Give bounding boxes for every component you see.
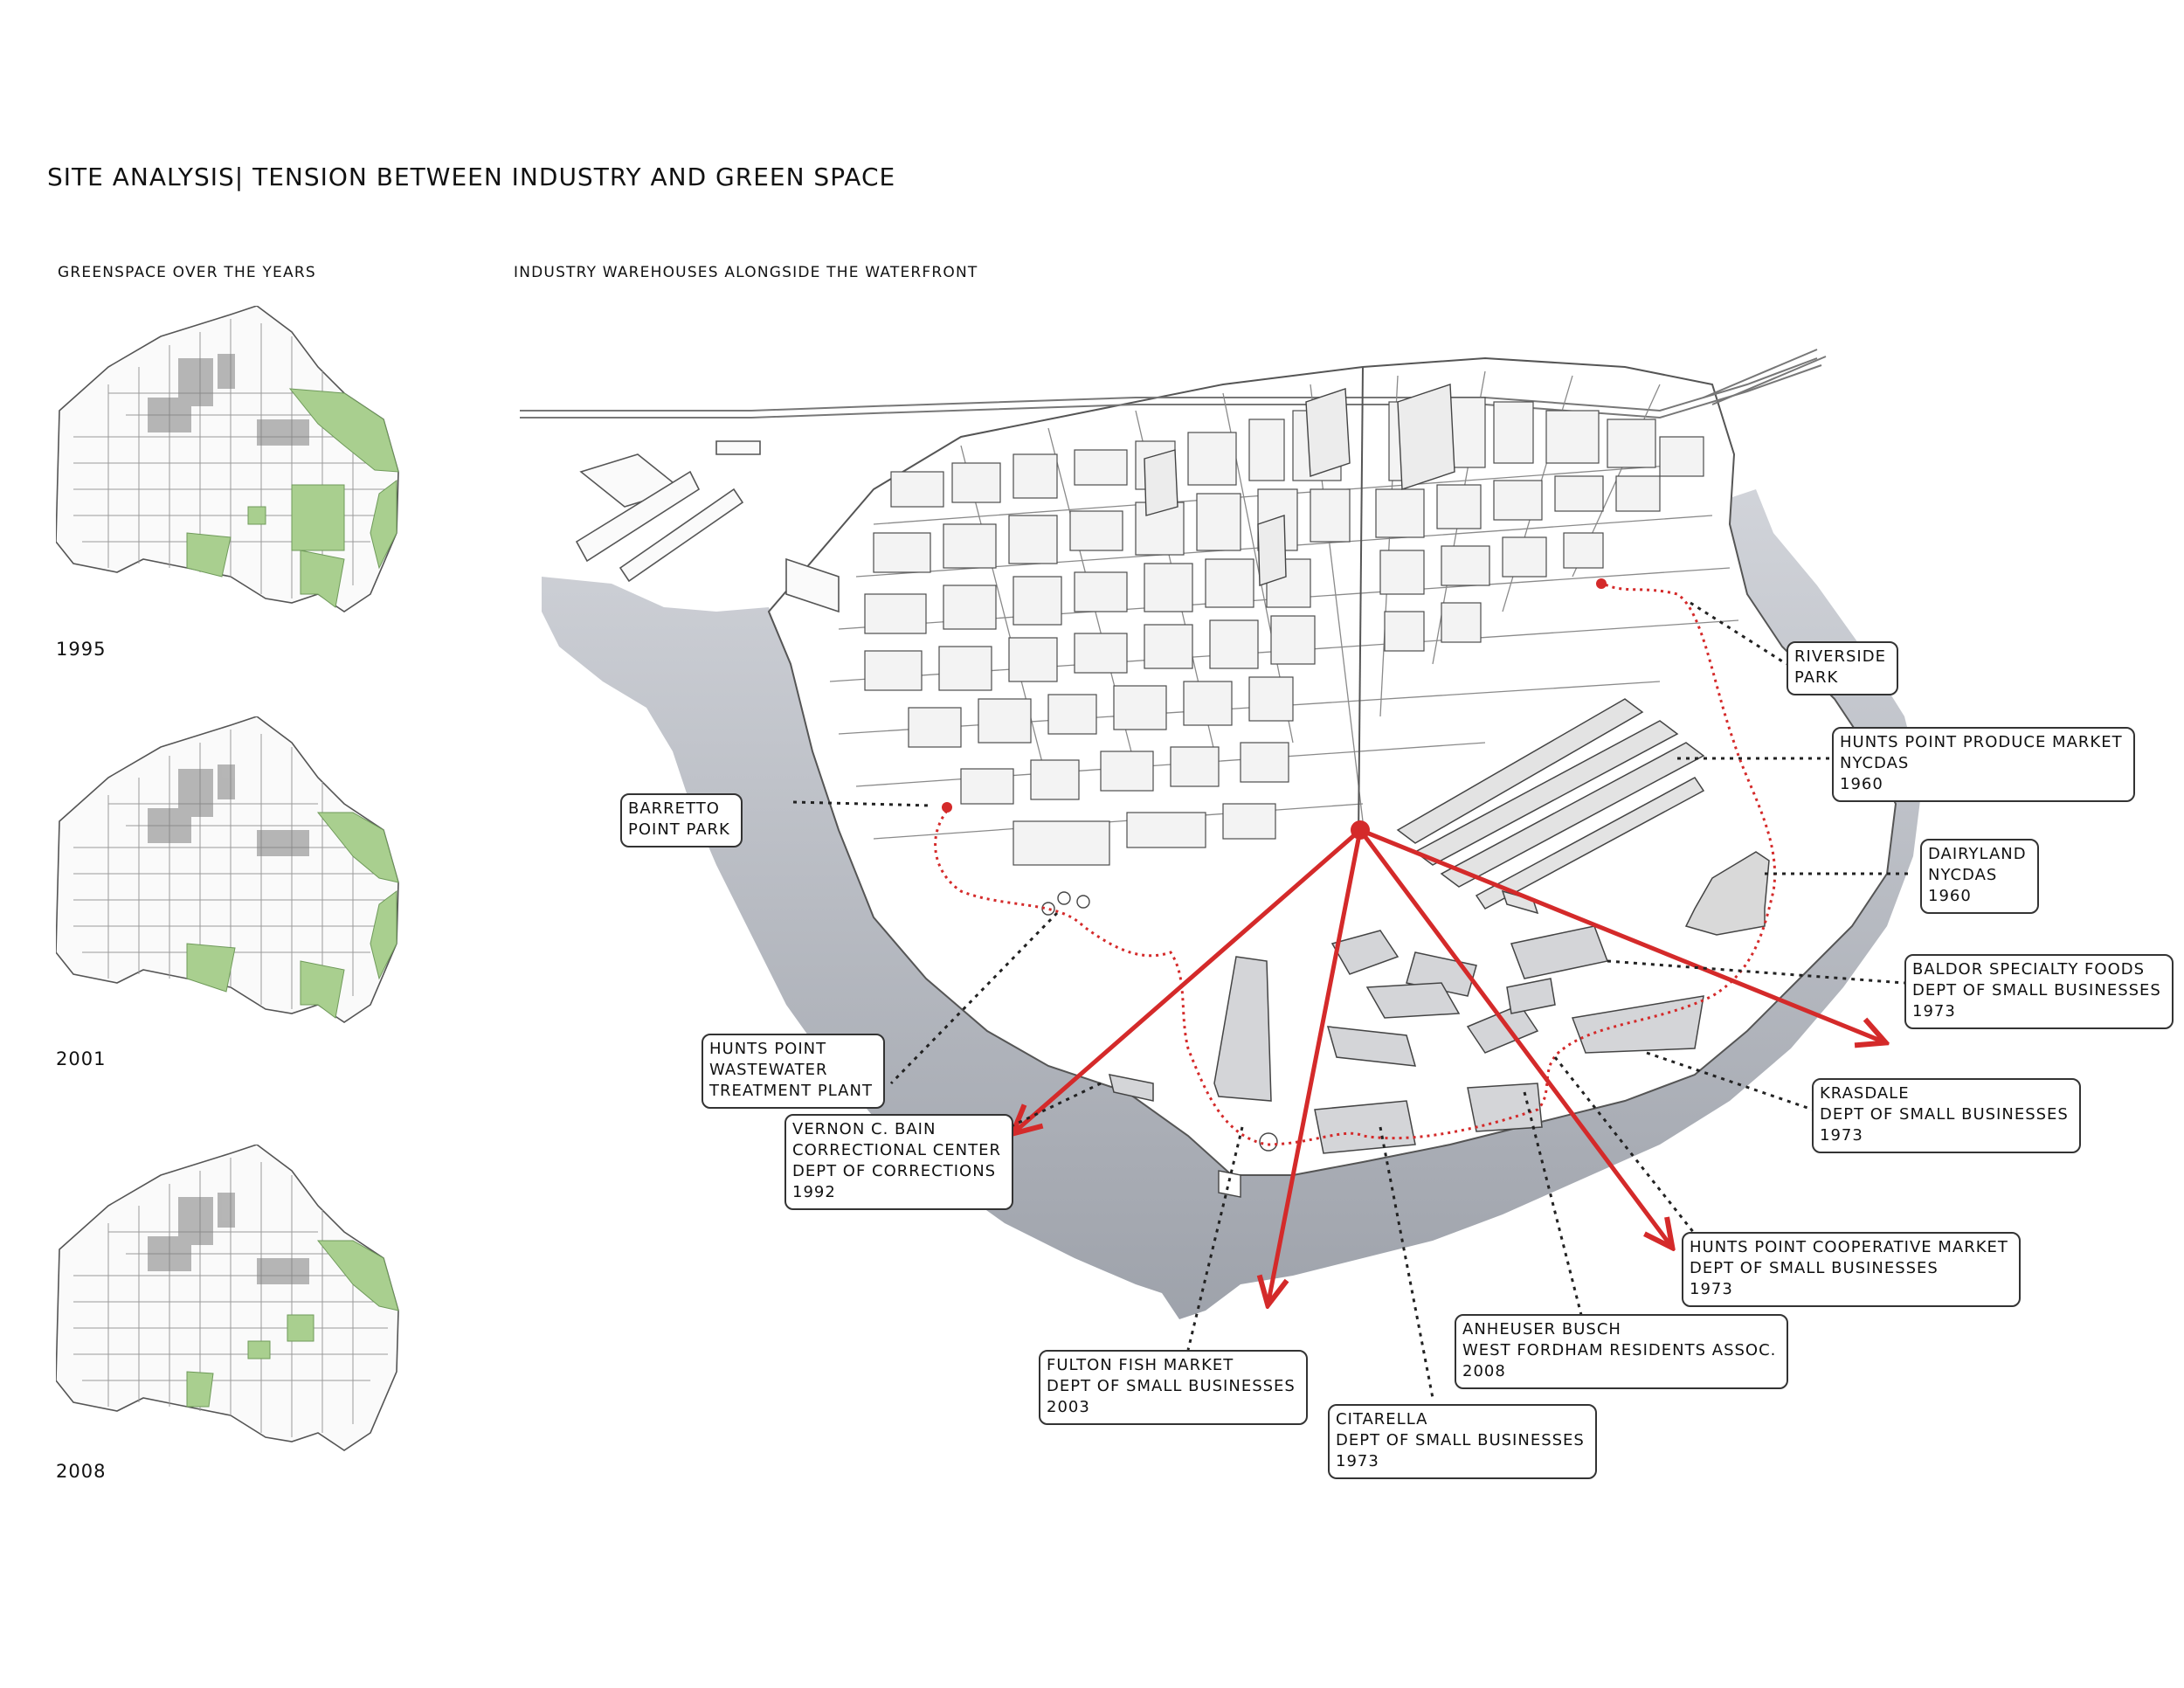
radiating-arrows [1015, 827, 1883, 1302]
label-line: KRASDALE [1820, 1084, 1910, 1103]
left-panel-heading: GREENSPACE OVER THE YEARS [58, 264, 316, 281]
label-line: 1960 [1928, 887, 1972, 905]
label-citarella: CITARELLA DEPT OF SMALL BUSINESSES 1973 [1328, 1404, 1597, 1479]
label-line: CITARELLA [1336, 1410, 1428, 1429]
label-fulton-fish-market: FULTON FISH MARKET DEPT OF SMALL BUSINES… [1039, 1350, 1308, 1425]
riverside-marker [1596, 578, 1607, 589]
label-line: 2008 [1462, 1362, 1506, 1380]
label-vernon-c-bain: VERNON C. BAIN CORRECTIONAL CENTER DEPT … [784, 1114, 1013, 1210]
label-line: PARK [1794, 668, 1839, 687]
label-line: HUNTS POINT PRODUCE MARKET [1840, 733, 2123, 751]
year-label-1995: 1995 [56, 639, 107, 660]
label-line: 1973 [1336, 1452, 1379, 1470]
year-label-2008: 2008 [56, 1461, 107, 1482]
label-anheuser-busch: ANHEUSER BUSCH WEST FORDHAM RESIDENTS AS… [1455, 1314, 1789, 1389]
label-line: DEPT OF SMALL BUSINESSES [1047, 1377, 1296, 1395]
label-line: 1973 [1690, 1280, 1733, 1298]
label-line: 1973 [1912, 1002, 1956, 1020]
label-barretto-point-park: BARRETTO POINT PARK [620, 793, 743, 847]
highway [520, 349, 1827, 419]
label-produce-market: HUNTS POINT PRODUCE MARKET NYCDAS 1960 [1832, 727, 2135, 802]
page-title: SITE ANALYSIS| TENSION BETWEEN INDUSTRY … [47, 163, 896, 191]
city-blocks [864, 397, 1704, 866]
water-shoreline [542, 489, 1922, 1319]
label-line: HUNTS POINT COOPERATIVE MARKET [1690, 1238, 2008, 1256]
greenspace-map-1995 [56, 306, 399, 612]
label-line: VERNON C. BAIN [792, 1120, 936, 1138]
greenspace-map-2008 [56, 1145, 399, 1451]
label-line: DEPT OF SMALL BUSINESSES [1912, 981, 2161, 1000]
label-line: DEPT OF SMALL BUSINESSES [1690, 1259, 1939, 1277]
label-line: BALDOR SPECIALTY FOODS [1912, 960, 2146, 979]
label-line: RIVERSIDE [1794, 647, 1886, 666]
label-line: DEPT OF SMALL BUSINESSES [1336, 1431, 1585, 1449]
label-line: WEST FORDHAM RESIDENTS ASSOC. [1462, 1341, 1777, 1359]
label-line: DAIRYLAND [1928, 845, 2027, 863]
label-cooperative-market: HUNTS POINT COOPERATIVE MARKET DEPT OF S… [1682, 1232, 2021, 1307]
treatment-tanks [1041, 891, 1278, 1198]
label-line: POINT PARK [628, 820, 730, 839]
label-line: NYCDAS [1840, 754, 1910, 772]
label-riverside-park: RIVERSIDE PARK [1787, 641, 1898, 695]
label-line: TREATMENT PLANT [709, 1082, 873, 1100]
produce-market-sheds [1396, 698, 1705, 915]
label-line: BARRETTO [628, 799, 720, 818]
label-krasdale: KRASDALE DEPT OF SMALL BUSINESSES 1973 [1812, 1078, 2081, 1153]
label-line: DEPT OF SMALL BUSINESSES [1820, 1105, 2069, 1124]
label-line: CORRECTIONAL CENTER [792, 1141, 1001, 1159]
label-line: 1992 [792, 1183, 836, 1201]
label-line: 1960 [1840, 775, 1883, 793]
label-wastewater-plant: HUNTS POINT WASTEWATER TREATMENT PLANT [702, 1034, 885, 1109]
year-label-2001: 2001 [56, 1048, 107, 1069]
label-line: ANHEUSER BUSCH [1462, 1320, 1621, 1339]
label-baldor: BALDOR SPECIALTY FOODS DEPT OF SMALL BUS… [1904, 954, 2174, 1029]
towers [1144, 384, 1455, 586]
label-line: WASTEWATER [709, 1061, 828, 1079]
label-line: FULTON FISH MARKET [1047, 1356, 1234, 1374]
left-piers [575, 440, 840, 613]
greenspace-map-2001 [56, 716, 399, 1023]
dairyland-building [1684, 851, 1770, 936]
barretto-marker [942, 802, 952, 813]
label-line: NYCDAS [1928, 866, 1998, 884]
main-panel-heading: INDUSTRY WAREHOUSES ALONGSIDE THE WATERF… [514, 264, 978, 281]
label-line: HUNTS POINT [709, 1040, 827, 1058]
label-line: 1973 [1820, 1126, 1863, 1145]
label-dairyland: DAIRYLAND NYCDAS 1960 [1920, 839, 2039, 914]
leader-lines [792, 601, 1913, 1399]
label-line: DEPT OF CORRECTIONS [792, 1162, 997, 1180]
label-line: 2003 [1047, 1398, 1090, 1416]
waterfront-warehouses [1108, 925, 1704, 1154]
